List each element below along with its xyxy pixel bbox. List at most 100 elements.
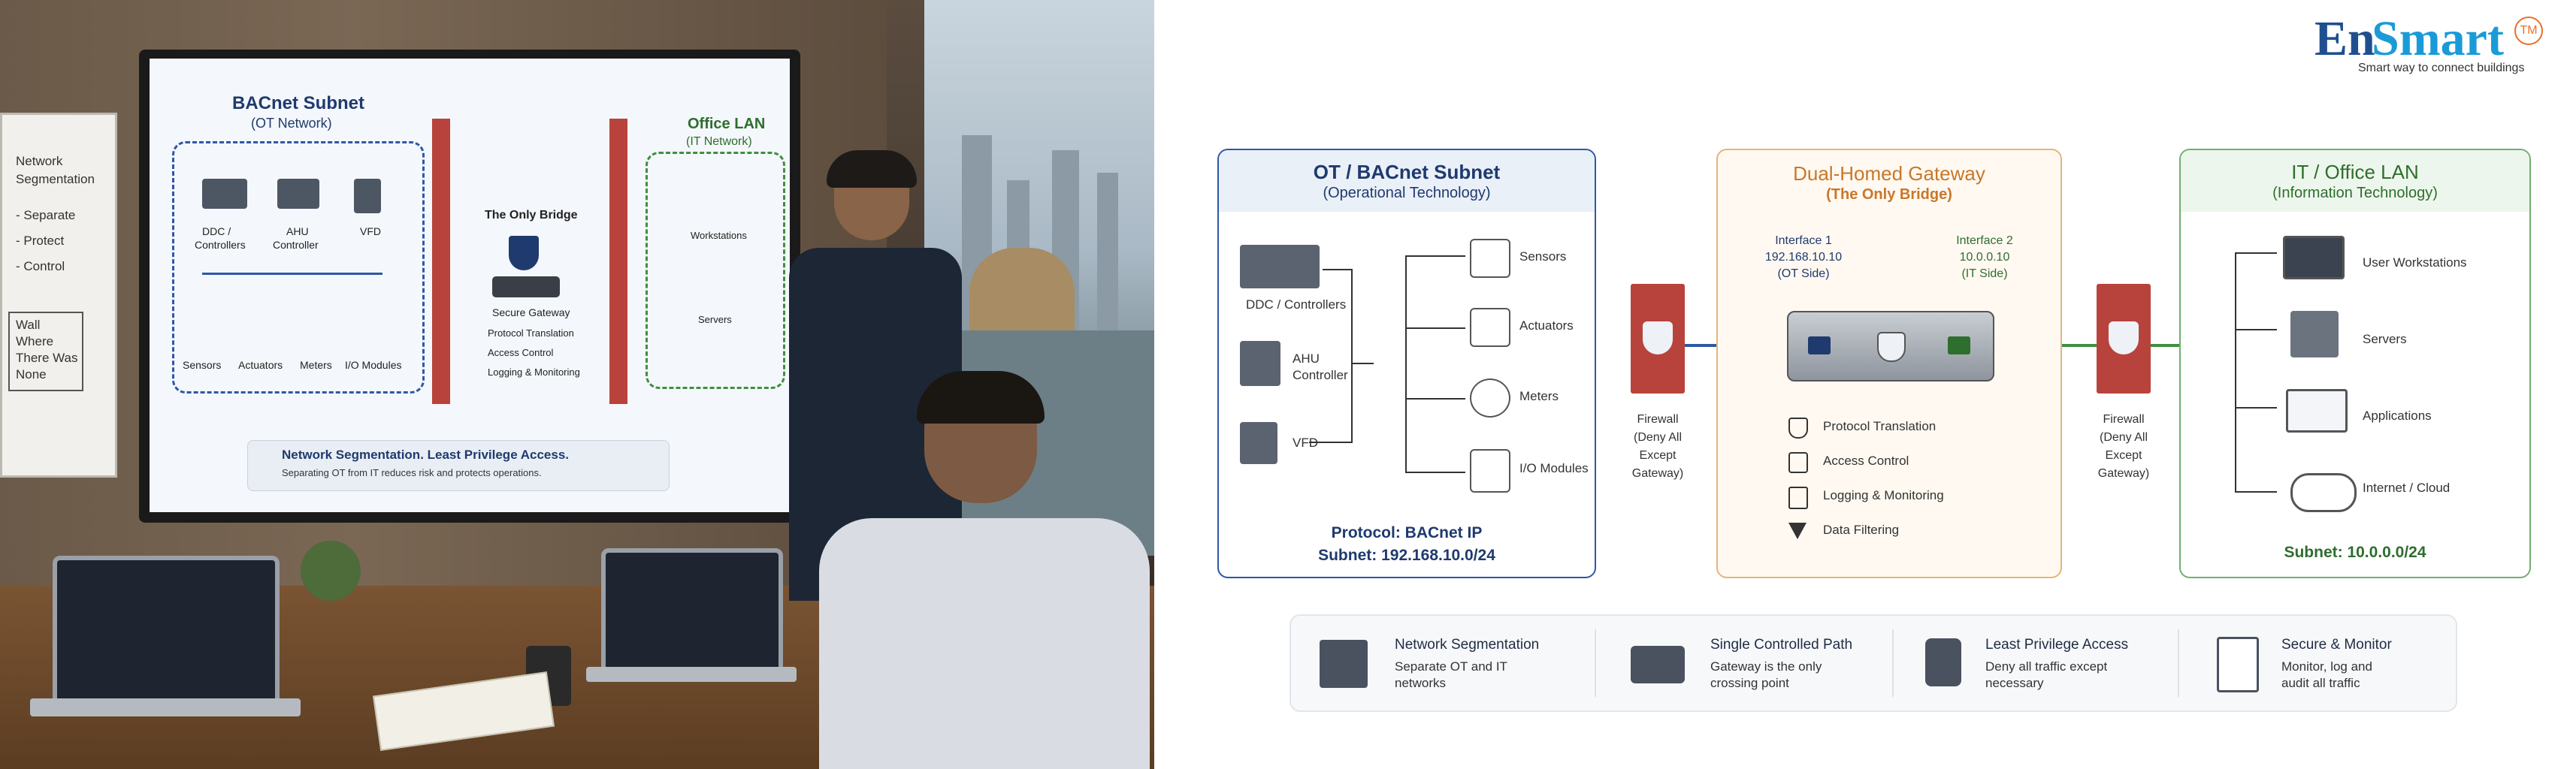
screen-feature: Protocol Translation	[488, 327, 574, 339]
benefit-title: Secure & Monitor	[2281, 637, 2392, 653]
device-label: Controller	[1293, 368, 1348, 382]
interface1-label: Interface 1	[1775, 234, 1832, 247]
firewall-left-label: Except	[1639, 449, 1677, 462]
screen-field-label: Actuators	[238, 359, 283, 371]
device-label: DDC / Controllers	[1246, 297, 1347, 312]
firewall-left-icon	[1631, 284, 1685, 394]
gateway-feature: Access Control	[1823, 454, 1909, 468]
screen-device-label: Controller	[273, 239, 319, 251]
wall-display: BACnet Subnet (OT Network) DDC / Control…	[139, 50, 800, 523]
firewall-left-label: Firewall	[1637, 413, 1679, 426]
it-item-label: Internet / Cloud	[2363, 481, 2451, 495]
screen-device-label: Controllers	[195, 239, 246, 251]
whiteboard: Network Segmentation - Separate - Protec…	[0, 113, 117, 478]
io-module-icon	[1470, 449, 1510, 493]
logo-tm: TM	[2514, 17, 2543, 45]
screen-gateway-label: Secure Gateway	[492, 306, 570, 318]
whiteboard-note: None	[16, 367, 47, 381]
interface2-side: (IT Side)	[1961, 267, 2008, 280]
gateway-feature: Protocol Translation	[1823, 419, 1937, 433]
gateway-feature: Data Filtering	[1823, 523, 1900, 537]
benefits-bar: Network Segmentation Separate OT and IT …	[1290, 614, 2457, 712]
benefit-desc: networks	[1395, 676, 1447, 690]
gateway-card: Dual-Homed Gateway (The Only Bridge) Int…	[1716, 149, 2062, 578]
benefit-desc: audit all traffic	[2281, 676, 2360, 690]
firewall-right-label: Gateway)	[2097, 467, 2150, 480]
whiteboard-line: - Control	[16, 259, 65, 273]
benefit-desc: necessary	[1985, 676, 2044, 690]
it-title: IT / Office LAN	[2291, 161, 2419, 183]
log-document-icon	[1788, 487, 1808, 509]
benefit-desc: Separate OT and IT	[1395, 659, 1507, 674]
screen-bridge-label: The Only Bridge	[485, 209, 578, 222]
logo-smart: Smart	[2372, 11, 2504, 66]
interface1-ip: 192.168.10.10	[1764, 251, 1843, 264]
ot-subtitle: (Operational Technology)	[1323, 185, 1491, 201]
benefit-desc: Deny all traffic except	[1985, 659, 2108, 674]
logo-tagline: Smart way to connect buildings	[2358, 62, 2525, 74]
whiteboard-line: Network	[16, 154, 63, 168]
screen-it-item: Servers	[698, 314, 732, 325]
device-label: VFD	[1293, 436, 1318, 450]
it-subtitle: (Information Technology)	[2272, 185, 2438, 201]
interface2-label: Interface 2	[1956, 234, 2013, 247]
firewall-left-label: (Deny All	[1633, 431, 1683, 444]
gateway-title: Dual-Homed Gateway	[1793, 162, 1985, 185]
lock-access-icon	[1925, 638, 1961, 686]
filter-icon	[1788, 523, 1807, 539]
ensmart-logo: En Smart TM Smart way to connect buildin…	[2314, 11, 2570, 78]
screen-feature: Logging & Monitoring	[488, 366, 580, 378]
benefit-desc: Gateway is the only	[1710, 659, 1822, 674]
cloud-icon	[2290, 473, 2357, 512]
applications-chart-icon	[2286, 389, 2348, 433]
screen-field-label: I/O Modules	[345, 359, 402, 371]
server-icon	[2290, 311, 2339, 357]
ot-title: OT / BACnet Subnet	[1313, 161, 1501, 183]
ot-protocol: Protocol: BACnet IP	[1331, 524, 1483, 541]
ot-subnet: Subnet: 192.168.10.0/24	[1318, 547, 1495, 564]
display-screen: BACnet Subnet (OT Network) DDC / Control…	[150, 59, 790, 512]
it-item-label: User Workstations	[2363, 255, 2467, 270]
screen-feature: Access Control	[488, 347, 554, 358]
screen-device-label: DDC /	[202, 225, 231, 237]
ot-subnet-card: OT / BACnet Subnet (Operational Technolo…	[1217, 149, 1596, 578]
vfd-icon	[1240, 422, 1277, 464]
screen-banner-title: Network Segmentation. Least Privilege Ac…	[282, 448, 570, 462]
screen-ot-subtitle: (OT Network)	[251, 116, 332, 131]
field-device-label: Meters	[1519, 389, 1559, 403]
lock-icon	[1788, 452, 1808, 473]
laptop-left-base	[30, 698, 301, 716]
screen-banner-subtitle: Separating OT from IT reduces risk and p…	[282, 467, 542, 478]
whiteboard-line: Segmentation	[16, 172, 95, 186]
actuator-valve-icon	[1470, 308, 1510, 347]
laptop-right-base	[586, 667, 797, 682]
whiteboard-note: Where	[16, 334, 54, 348]
thermometer-icon	[1470, 239, 1510, 278]
firewall-right-label: (Deny All	[2099, 431, 2148, 444]
screen-it-item: Workstations	[691, 230, 747, 241]
it-link-line-2	[2151, 344, 2179, 347]
it-item-label: Applications	[2363, 409, 2432, 423]
it-lan-card: IT / Office LAN (Information Technology)…	[2179, 149, 2531, 578]
benefit-title: Single Controlled Path	[1710, 637, 1853, 653]
interface1-side: (OT Side)	[1777, 267, 1830, 280]
screen-device-label: VFD	[360, 225, 381, 237]
whiteboard-note: There Was	[16, 351, 78, 365]
screen-field-label: Meters	[300, 359, 332, 371]
office-photo: Network Segmentation - Separate - Protec…	[0, 0, 1154, 769]
screen-ot-title: BACnet Subnet	[232, 93, 364, 113]
ddc-controller-icon	[1240, 245, 1320, 288]
seated-colleague	[797, 371, 1154, 769]
gateway-feature: Logging & Monitoring	[1823, 488, 1944, 502]
screen-device-label: AHU	[286, 225, 309, 237]
laptop-left	[53, 556, 280, 707]
it-item-label: Servers	[2363, 332, 2407, 346]
gateway-device-icon	[1787, 311, 1994, 381]
field-device-label: I/O Modules	[1519, 461, 1589, 475]
workstation-icon	[2283, 236, 2345, 279]
whiteboard-line: - Protect	[16, 234, 65, 248]
clipboard-monitor-icon	[2217, 637, 2259, 692]
gateway-subtitle: (The Only Bridge)	[1826, 186, 1952, 203]
whiteboard-line: - Separate	[16, 208, 76, 222]
device-label: AHU	[1293, 351, 1320, 366]
